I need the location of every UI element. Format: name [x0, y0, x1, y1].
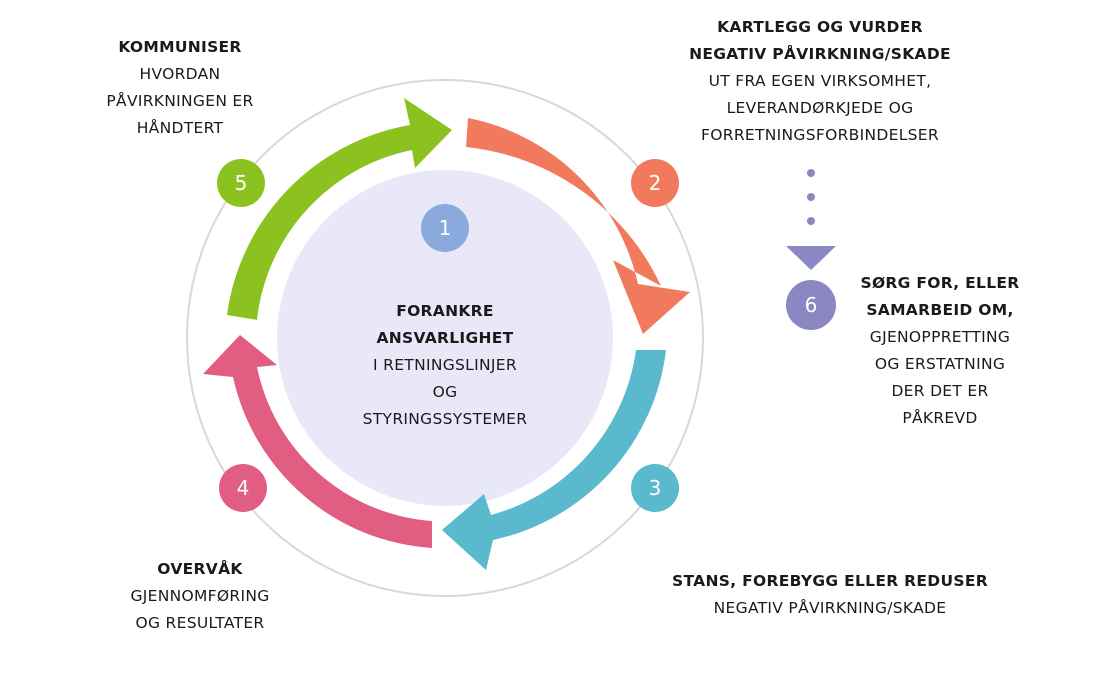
- center-circle: [277, 170, 613, 506]
- step-3-title-line-1: STANS, FOREBYGG ELLER REDUSER: [672, 572, 988, 590]
- step-6-text-line-4: PÅKREVD: [902, 409, 978, 427]
- step-6-text-line-2: OG ERSTATNING: [874, 355, 1006, 373]
- step-3-label: STANS, FOREBYGG ELLER REDUSER NEGATIV PÅ…: [650, 568, 1010, 622]
- arrow-step-5: [227, 98, 452, 320]
- badge-step-2: 2: [631, 159, 679, 207]
- step-6-label: SØRG FOR, ELLER SAMARBEID OM, GJENOPPRET…: [850, 270, 1030, 432]
- step-1-title-line-2: ANSVARLIGHET: [376, 329, 514, 347]
- connector-arrowhead: [786, 246, 836, 270]
- step-2-text-line-3: FORRETNINGSFORBINDELSER: [701, 126, 939, 144]
- step-6-title-line-2: SAMARBEID OM,: [866, 301, 1014, 319]
- step-5-text-line-3: HÅNDTERT: [136, 119, 224, 137]
- arrow-step-3: [442, 350, 666, 570]
- step-2-text-line-2: LEVERANDØRKJEDE OG: [726, 99, 914, 117]
- step-6-text-line-1: GJENOPPRETTING: [869, 328, 1011, 346]
- step-4-text-line-1: GJENNOMFØRING: [130, 587, 270, 605]
- step-4-text-line-2: OG RESULTATER: [135, 614, 265, 632]
- step-2-text-line-1: UT FRA EGEN VIRKSOMHET,: [708, 72, 932, 90]
- outer-ring: [186, 79, 704, 597]
- dotted-connector: [786, 169, 836, 270]
- badge-step-1: 1: [421, 204, 469, 252]
- svg-text:5: 5: [235, 171, 248, 195]
- badge-step-4: 4: [219, 464, 267, 512]
- svg-text:4: 4: [237, 476, 250, 500]
- step-5-label: KOMMUNISER HVORDAN PÅVIRKNINGEN ER HÅNDT…: [70, 34, 290, 142]
- step-2-title-line-1: KARTLEGG OG VURDER: [717, 18, 923, 36]
- svg-text:2: 2: [649, 171, 662, 195]
- step-6-text-line-3: DER DET ER: [891, 382, 989, 400]
- step-4-title-line-1: OVERVÅK: [157, 560, 243, 578]
- svg-text:3: 3: [649, 476, 662, 500]
- step-5-text-line-2: PÅVIRKNINGEN ER: [106, 92, 254, 110]
- svg-text:6: 6: [805, 293, 818, 317]
- step-5-text-line-1: HVORDAN: [139, 65, 221, 83]
- step-4-label: OVERVÅK GJENNOMFØRING OG RESULTATER: [95, 556, 305, 637]
- arrow-step-4: [203, 335, 432, 548]
- svg-text:1: 1: [439, 216, 452, 240]
- step-2-label: KARTLEGG OG VURDER NEGATIV PÅVIRKNING/SK…: [660, 14, 980, 149]
- badge-step-5: 5: [217, 159, 265, 207]
- step-1-label: FORANKRE ANSVARLIGHET I RETNINGSLINJER O…: [330, 298, 560, 433]
- step-1-text-line-1: I RETNINGSLINJER: [373, 356, 517, 374]
- step-3-text-line-1: NEGATIV PÅVIRKNING/SKADE: [713, 599, 947, 617]
- step-1-title-line-1: FORANKRE: [396, 302, 494, 320]
- step-5-title-line-1: KOMMUNISER: [118, 38, 242, 56]
- step-1-text-line-3: STYRINGSSYSTEMER: [362, 410, 528, 428]
- arrow-step-2: [466, 118, 690, 334]
- step-1-text-line-2: OG: [432, 383, 458, 401]
- step-6-title-line-1: SØRG FOR, ELLER: [860, 274, 1020, 292]
- badge-step-3: 3: [631, 464, 679, 512]
- badge-step-6: 6: [786, 280, 836, 330]
- step-2-title-line-2: NEGATIV PÅVIRKNING/SKADE: [689, 45, 951, 63]
